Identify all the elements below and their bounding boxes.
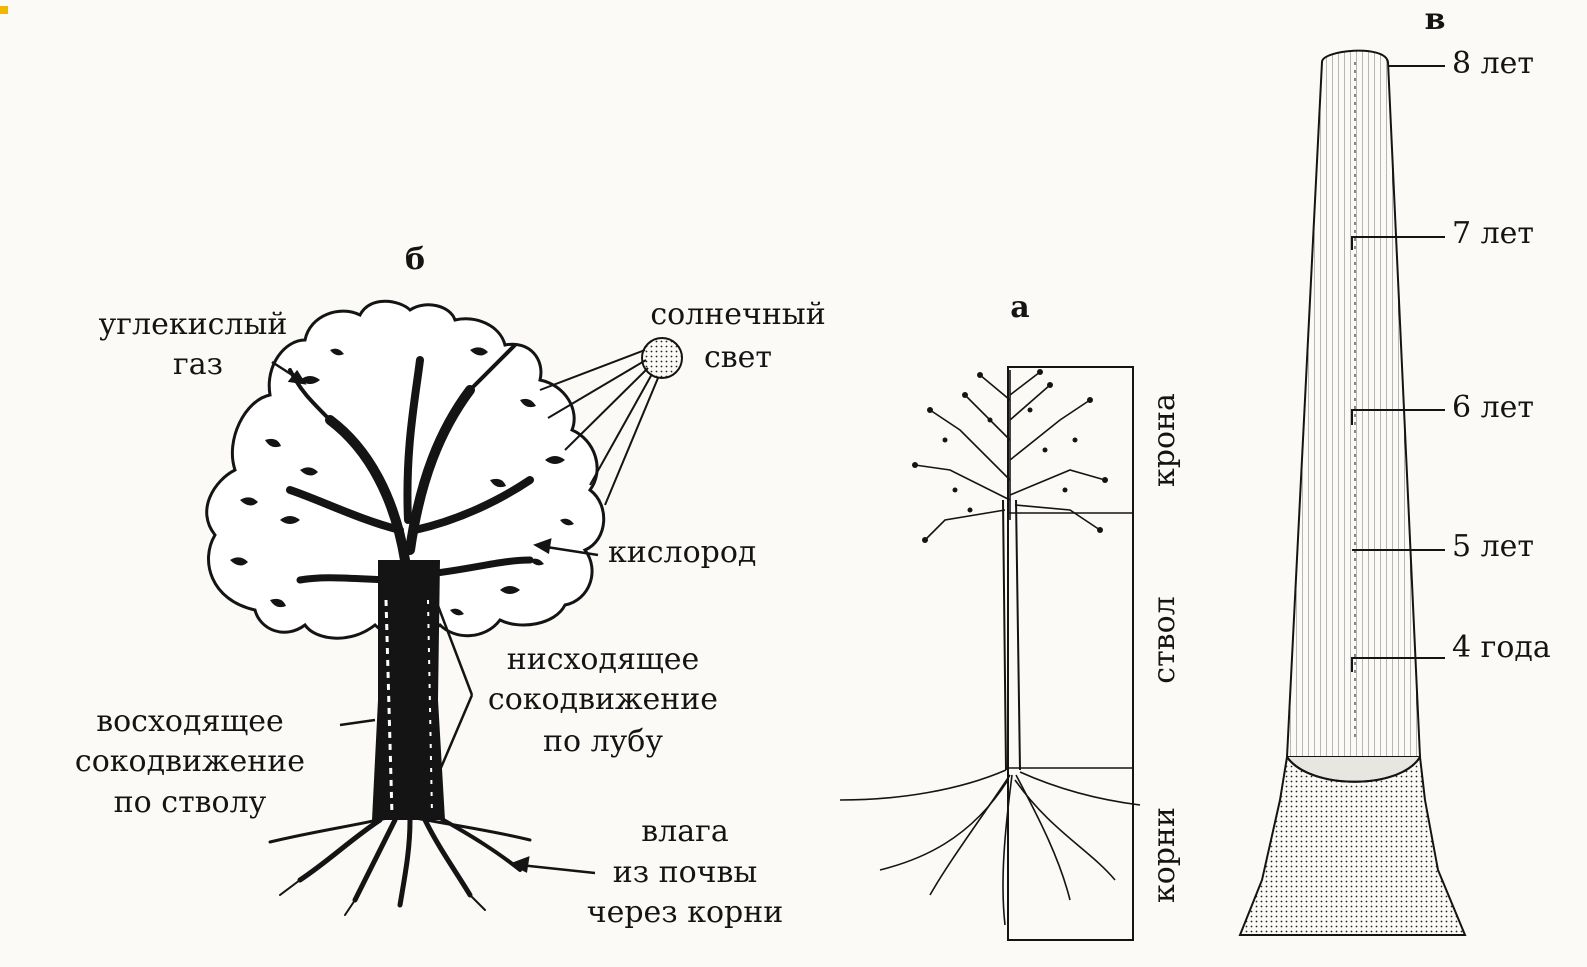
tree-b-roots [270, 815, 530, 915]
figure-a-letter: а [1005, 288, 1035, 328]
trunk-v-drawing [1240, 51, 1465, 935]
age-label-8: 8 лет [1452, 44, 1534, 84]
trunk-label: ствол [1145, 590, 1185, 690]
up-flow-line3: по стволу [65, 783, 315, 823]
age-label-4: 4 года [1452, 628, 1551, 668]
sun-icon [642, 338, 682, 378]
oxygen-label: кислород [608, 533, 756, 573]
moisture-line2: из почвы [580, 853, 790, 893]
age-label-6: 6 лет [1452, 388, 1534, 428]
sun-label-line1: солнечный [638, 295, 838, 335]
tree-a-drawing [840, 367, 1140, 940]
sun-label-line2: свет [698, 338, 778, 378]
tree-a-roots [840, 770, 1140, 925]
tree-b-trunk [372, 560, 445, 820]
co2-label-line1: углекислый [88, 305, 298, 345]
down-flow-line3: по лубу [478, 722, 728, 762]
figure-v-letter: в [1420, 0, 1450, 40]
trunk-v-body [1287, 51, 1420, 757]
co2-label-line2: газ [168, 345, 228, 385]
crown-label: крона [1145, 390, 1185, 490]
section-box [1008, 367, 1133, 940]
up-flow-line2: сокодвижение [65, 742, 315, 782]
tree-a-branches [915, 370, 1105, 540]
age-label-5: 5 лет [1452, 527, 1534, 567]
roots-label: корни [1145, 805, 1185, 905]
trunk-v-stump [1240, 757, 1465, 935]
up-flow-line1: восходящее [65, 702, 315, 742]
figure-b-letter: б [400, 240, 430, 280]
moisture-line3: через корни [570, 893, 800, 933]
moisture-line1: влага [580, 812, 790, 852]
age-label-7: 7 лет [1452, 214, 1534, 254]
down-flow-line2: сокодвижение [478, 680, 728, 720]
down-flow-line1: нисходящее [478, 640, 728, 680]
